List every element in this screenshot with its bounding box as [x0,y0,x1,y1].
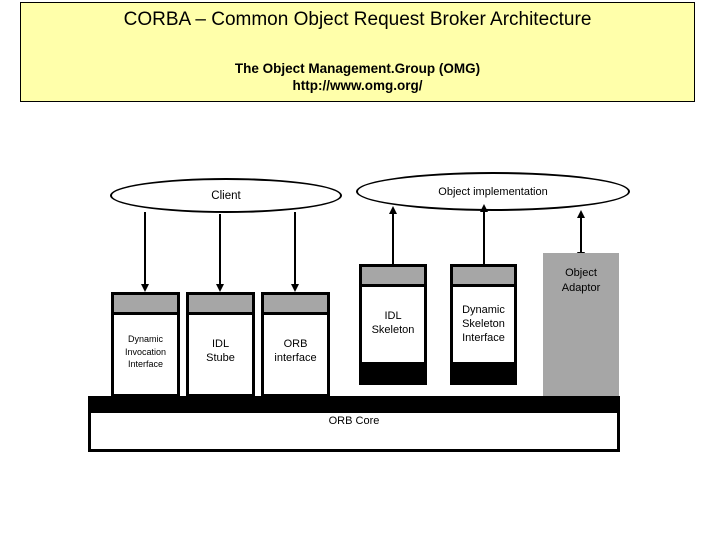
component-label-line2: Skeleton [462,318,505,330]
component-label: IDL Stube [189,337,252,365]
arrow-dynamic-skeleton-interface-to-object-implementation [480,204,488,264]
omg-url-line: http://www.omg.org/ [292,78,423,93]
component-label-line2: Stube [206,352,235,364]
arrow-client-to-dynamic-invocation-interface [141,212,149,292]
object-implementation-ellipse-label: Object implementation [438,185,548,198]
omg-organization-line: The Object Management.Group (OMG) [234,61,481,76]
title-banner: CORBA – Common Object Request Broker Arc… [20,2,695,102]
component-cap [264,295,327,315]
component-label-line2: Invocation [124,346,167,357]
arrowhead-up-icon [577,210,585,218]
arrow-client-to-orb-interface [291,212,299,292]
component-label: Dynamic Skeleton Interface [453,303,514,345]
arrowhead-up-icon [480,204,488,212]
arrow-object-implementation-to-object-adaptor [577,210,585,260]
component-label-line1: ORB [283,338,308,350]
component-foot [362,362,424,382]
component-label: ORB interface [264,337,327,365]
component-label: Dynamic Invocation Interface [114,333,177,371]
component-label-line3: Interface [462,332,505,344]
arrowhead-down-icon [141,284,149,292]
component-label-line2: interface [274,352,317,364]
component-label-line1: IDL [211,338,230,350]
component-cap [114,295,177,315]
client-ellipse-label: Client [211,189,241,202]
title-subtitle: The Object Management.Group (OMG) http:/… [21,60,694,94]
orb-core-box [88,410,620,452]
component-cap [189,295,252,315]
page-title: CORBA – Common Object Request Broker Arc… [123,9,592,30]
orb-core-label: ORB Core [328,415,380,427]
object-adaptor-label: Object Adaptor [543,266,619,296]
arrow-idl-skeleton-to-object-implementation [389,206,397,264]
arrowhead-up-icon [389,206,397,214]
orb-core-top-bar [88,396,620,411]
component-label-line3: Interface [127,359,164,369]
component-orb-interface: ORB interface [261,292,330,397]
component-cap [453,267,514,287]
component-label-line1: IDL [384,310,402,322]
object-adaptor-label-line2: Adaptor [561,282,601,294]
component-label: IDL Skeleton [362,309,424,337]
component-idl-stube: IDL Stube [186,292,255,397]
component-cap [362,267,424,287]
component-dynamic-invocation-interface: Dynamic Invocation Interface [111,292,180,397]
component-label-line1: Dynamic [127,334,163,344]
component-label-line2: Skeleton [371,324,415,336]
arrow-client-to-idl-stube [216,214,224,292]
component-dynamic-skeleton-interface: Dynamic Skeleton Interface [450,264,517,385]
component-label-line1: Dynamic [462,304,505,316]
object-implementation-ellipse: Object implementation [356,172,630,211]
arrowhead-down-icon [291,284,299,292]
component-idl-skeleton: IDL Skeleton [359,264,427,385]
object-adaptor-label-line1: Object [565,267,597,279]
object-adaptor-panel [543,253,619,397]
client-ellipse: Client [110,178,342,213]
component-foot [453,362,514,382]
arrowhead-down-icon [216,284,224,292]
